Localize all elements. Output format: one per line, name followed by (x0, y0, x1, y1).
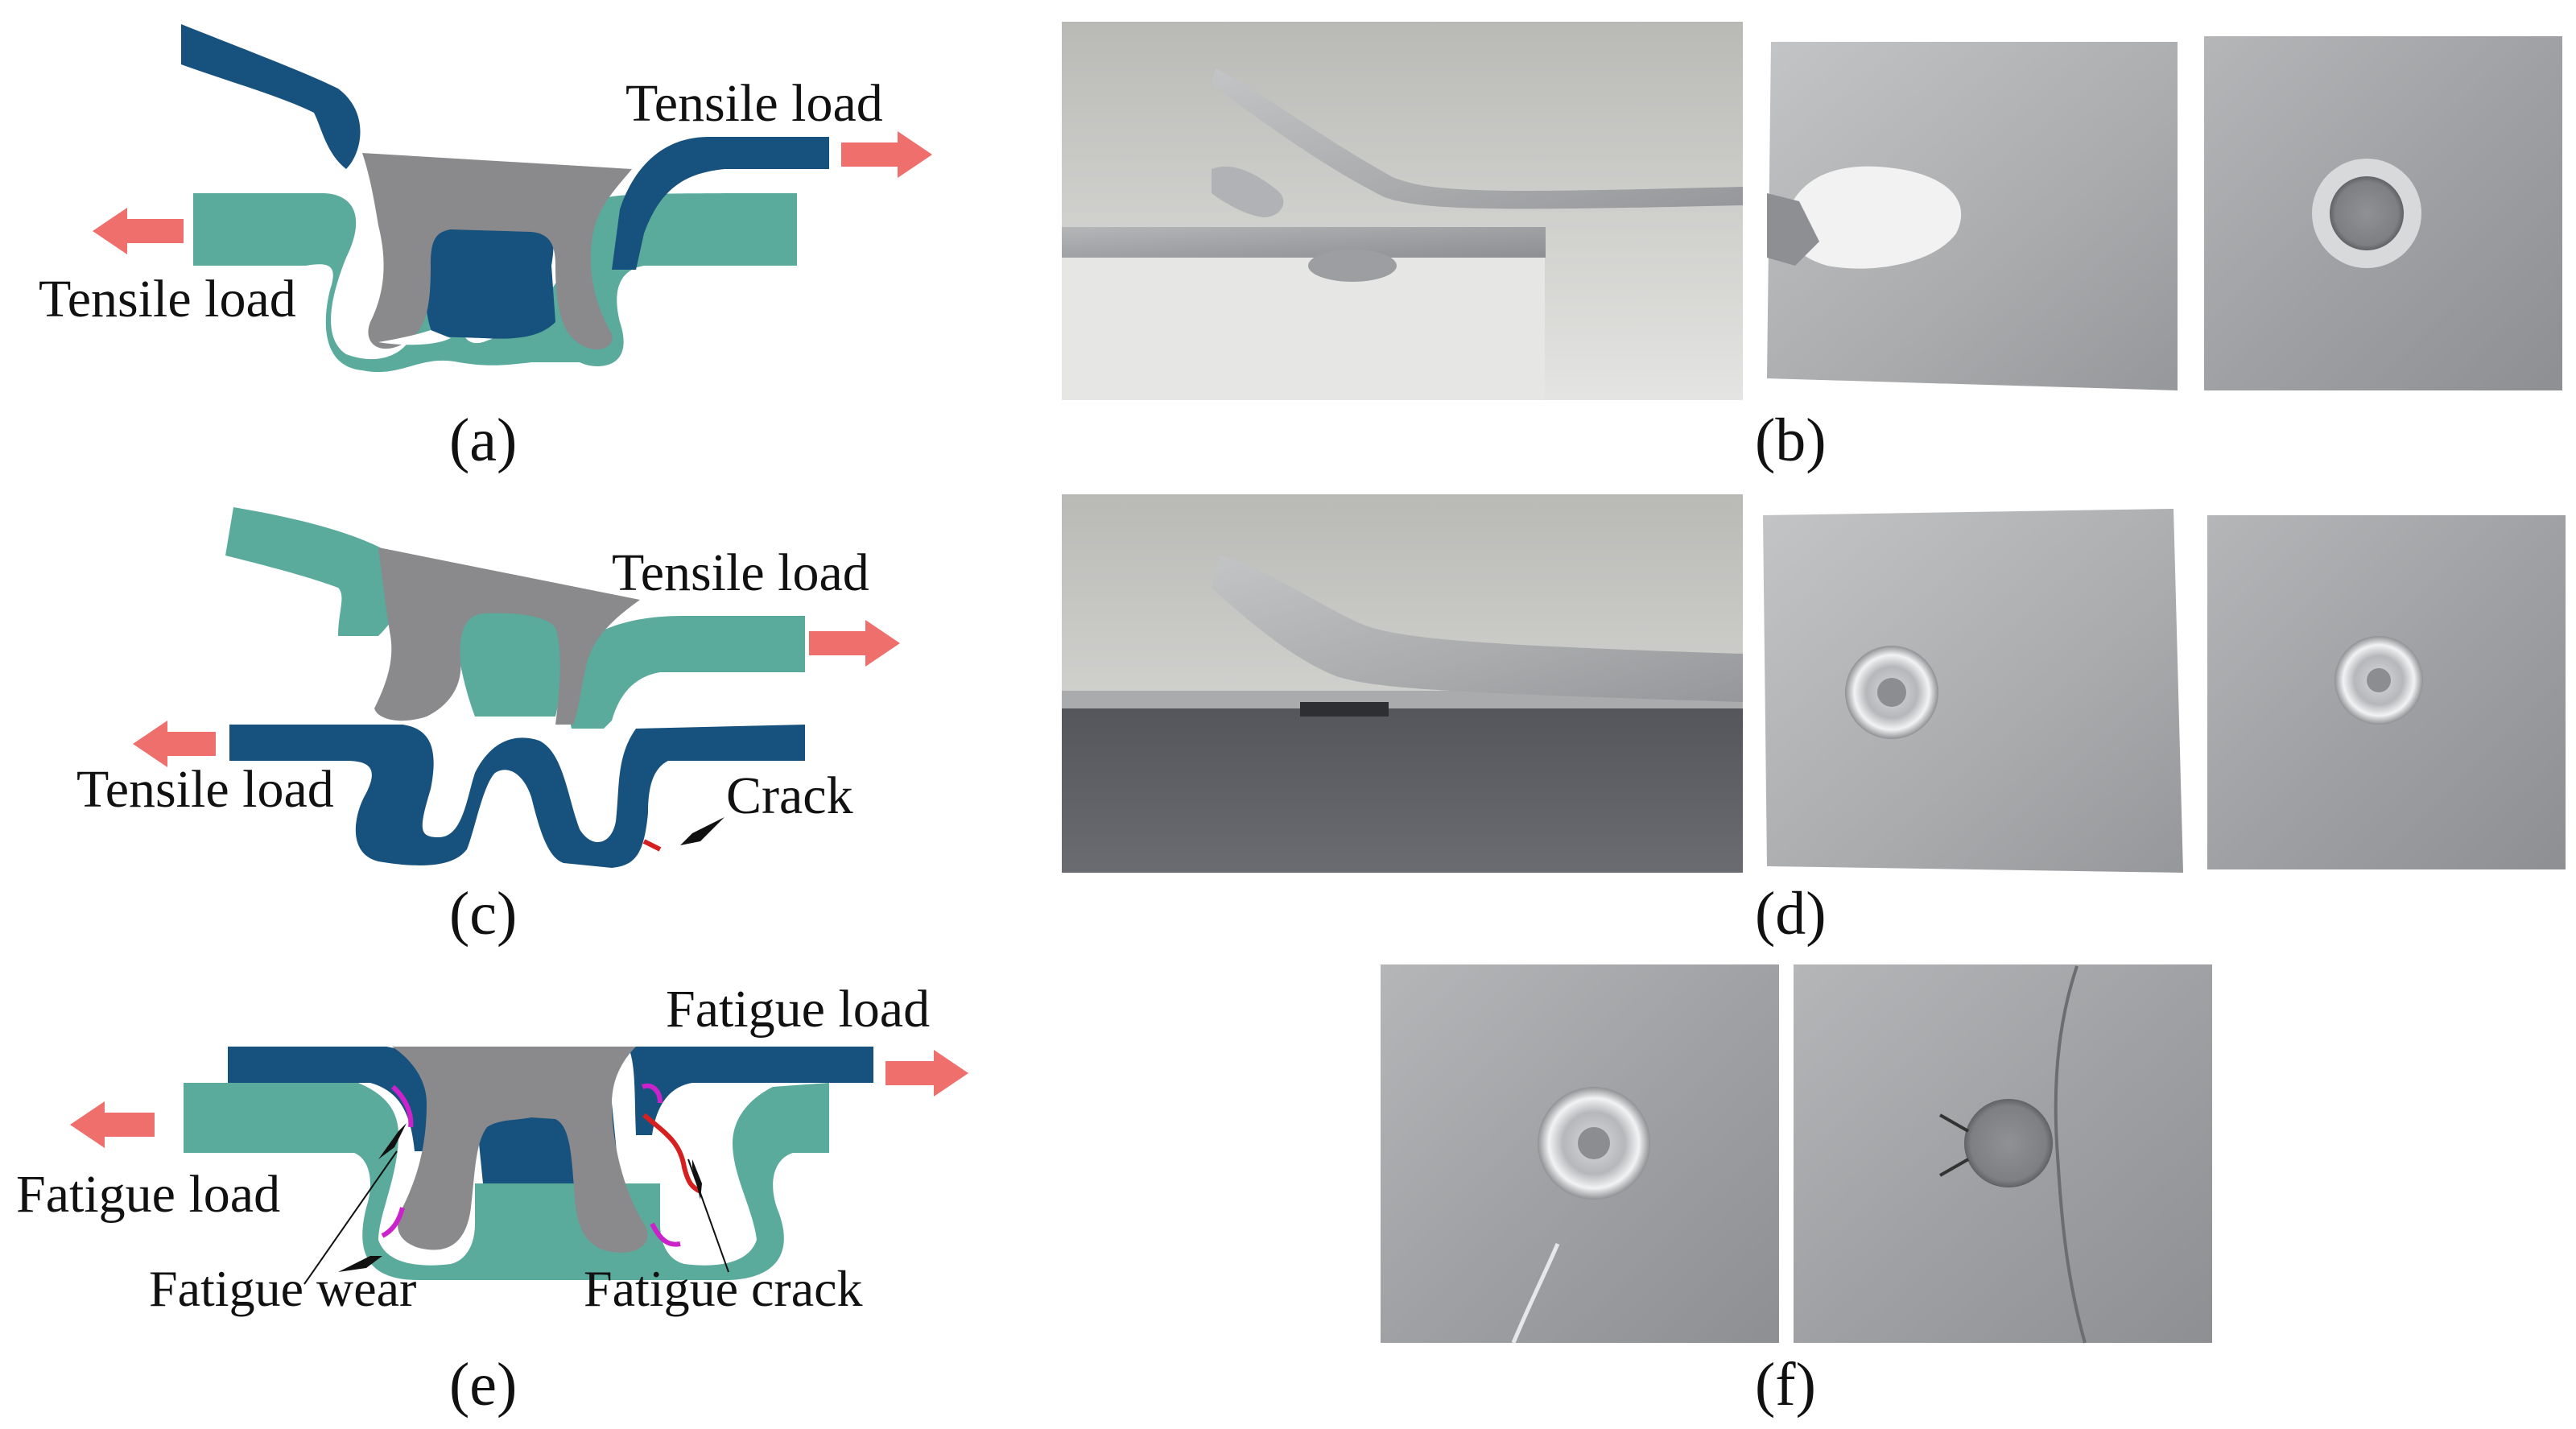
wear-label: Fatigue wear (149, 1260, 416, 1317)
wear-trace-left (381, 1084, 414, 1238)
bent-sheet (1212, 555, 1743, 702)
lower-sheet (229, 725, 805, 868)
load-label-left: Tensile load (39, 270, 296, 328)
rivet (362, 153, 632, 350)
load-label-right: Tensile load (625, 74, 883, 133)
crack-pointer (680, 817, 724, 845)
panel-b-photos: (b) (1062, 22, 2576, 474)
rivet-head (1964, 1099, 2053, 1187)
photo-bottom-sheet (2186, 22, 2576, 400)
upper-sheet-pocket (424, 213, 555, 339)
photo-bottom-sheet (2190, 494, 2576, 873)
load-label-left: Tensile load (76, 760, 334, 819)
panel-c-schematic: Tensile load Tensile load Crack (c) (76, 507, 900, 948)
load-label-left: Fatigue load (16, 1165, 280, 1224)
panel-d-photos: (d) (1062, 494, 2576, 948)
wear-trace-right (641, 1083, 681, 1247)
rivet-tail (1308, 250, 1397, 282)
panel-label: (b) (1755, 407, 1827, 474)
upper-sheet (612, 137, 829, 270)
fatigue-crack (642, 1113, 702, 1194)
load-arrow-left (133, 721, 216, 767)
wear-pointer-2 (378, 1123, 407, 1159)
lower-sheet (184, 1083, 829, 1280)
panel-a-schematic: Tensile load Tensile load (a) (39, 24, 932, 474)
photo-side-view (1062, 494, 1743, 873)
photo-top-sheet (1748, 494, 2183, 873)
torn-material (1212, 166, 1284, 217)
panel-label: (a) (449, 407, 517, 474)
rivet-tail (1300, 702, 1389, 717)
photo-top-sheet (1381, 964, 1779, 1344)
upper-sheet (228, 1047, 435, 1151)
load-arrow-right (809, 620, 900, 667)
panel-label: (f) (1755, 1351, 1816, 1419)
torn-hole (1786, 166, 1962, 269)
panel-f-photos: (f) (1381, 964, 2212, 1419)
upper-sheet-tail (181, 24, 361, 169)
bent-sheet (1212, 68, 1743, 209)
panel-label: (c) (449, 880, 517, 948)
wear-pointer (338, 1256, 382, 1272)
panel-e-schematic: Fatigue load Fatigue load Fatigue wear F… (16, 980, 968, 1419)
load-label-right: Tensile load (612, 543, 869, 602)
lower-sheet-edge (1062, 227, 1546, 258)
upper-sheet-right (628, 1047, 873, 1135)
load-arrow-left (93, 208, 184, 254)
crack-mark (642, 839, 662, 852)
rivet (392, 1047, 648, 1253)
rivet (374, 547, 640, 725)
load-arrow-left (70, 1101, 155, 1148)
crack-label: Fatigue crack (584, 1260, 863, 1317)
panel-label: (d) (1755, 880, 1827, 948)
lower-sheet (193, 193, 797, 373)
load-arrow-right (886, 1050, 968, 1097)
upper-sheet-right (566, 616, 805, 729)
upper-sheet (225, 507, 407, 636)
photo-bottom-sheet (1794, 964, 2212, 1344)
photo-side-view (1062, 22, 1743, 400)
load-arrow-right (841, 131, 932, 178)
photo-top-sheet (1751, 22, 2178, 400)
gap (378, 330, 451, 345)
panel-label: (e) (449, 1351, 517, 1419)
crack-label: Crack (726, 766, 853, 825)
upper-sheet-pocket (455, 607, 562, 717)
load-label-right: Fatigue load (666, 980, 930, 1039)
